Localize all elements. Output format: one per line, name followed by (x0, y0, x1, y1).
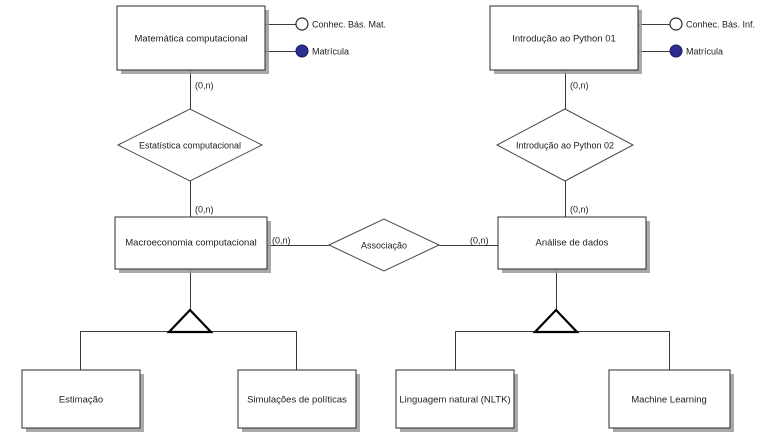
entity-linguagem-natural-nltk[interactable]: Linguagem natural (NLTK) (395, 369, 518, 432)
entity-analise-de-dados[interactable]: Análise de dados (497, 216, 650, 273)
entity-label: Introdução ao Python 01 (512, 34, 616, 45)
entity-simulacoes-de-politicas[interactable]: Simulações de políticas (237, 369, 360, 432)
cardinality-labels: (0,n) (0,n) (0,n) (0,n) (0,n) (0,n) (195, 80, 589, 245)
isa-triangle-icon (532, 308, 580, 334)
cardinality-label: (0,n) (470, 235, 489, 245)
entity-box (114, 216, 268, 270)
attribute-conhec-bas-inf[interactable]: Conhec. Bás. Inf. (669, 17, 755, 31)
relationship-label: Associação (361, 240, 407, 250)
entity-label: Machine Learning (631, 395, 707, 406)
isa-triangle-icon (166, 308, 214, 334)
entity-introducao-python-01[interactable]: Introdução ao Python 01 (489, 5, 642, 74)
entity-box (608, 369, 731, 429)
attribute-label: Matrícula (686, 46, 723, 56)
attribute-circle-icon (295, 17, 309, 31)
entity-label: Matemática computacional (135, 34, 248, 45)
entity-label: Macroeconomia computacional (125, 238, 256, 249)
specialization-isa-analise-dados (532, 308, 580, 334)
attribute-circle-icon (669, 17, 683, 31)
entity-box (116, 5, 266, 71)
cardinality-label: (0,n) (570, 204, 589, 214)
attribute-label: Conhec. Bás. Mat. (312, 19, 386, 29)
attribute-label: Matrícula (312, 46, 349, 56)
relationship-estatistica-computacional[interactable]: Estatística computacional (116, 108, 264, 182)
entity-machine-learning[interactable]: Machine Learning (608, 369, 734, 432)
key-attribute-circle-icon (295, 44, 309, 58)
connector-lines (80, 24, 670, 370)
diamond-shape (116, 108, 264, 182)
entity-box (21, 369, 141, 429)
relationship-label: Estatística computacional (139, 140, 241, 150)
entity-box (497, 216, 647, 270)
entity-box (395, 369, 515, 429)
entity-label: Simulações de políticas (247, 395, 347, 406)
key-attribute-circle-icon (669, 44, 683, 58)
entity-matematica-computacional[interactable]: Matemática computacional (116, 5, 269, 74)
attribute-label: Conhec. Bás. Inf. (686, 19, 755, 29)
attribute-matricula-right[interactable]: Matrícula (669, 44, 723, 58)
attribute-matricula-left[interactable]: Matrícula (295, 44, 349, 58)
relationship-associacao[interactable]: Associação (327, 218, 441, 272)
entity-label: Estimação (59, 395, 103, 406)
cardinality-label: (0,n) (195, 204, 214, 214)
diamond-shape (495, 108, 635, 182)
entity-estimacao[interactable]: Estimação (21, 369, 144, 432)
entity-macroeconomia-computacional[interactable]: Macroeconomia computacional (114, 216, 271, 273)
entity-box (237, 369, 357, 429)
entity-label: Linguagem natural (NLTK) (399, 395, 510, 406)
specialization-isa-macroeconomia (166, 308, 214, 334)
cardinality-label: (0,n) (272, 235, 291, 245)
relationship-introducao-python-02[interactable]: Introdução ao Python 02 (495, 108, 635, 182)
entity-box (489, 5, 639, 71)
entity-label: Análise de dados (536, 238, 609, 249)
diamond-shape (327, 218, 441, 272)
attribute-conhec-bas-mat[interactable]: Conhec. Bás. Mat. (295, 17, 386, 31)
cardinality-label: (0,n) (570, 80, 589, 90)
cardinality-label: (0,n) (195, 80, 214, 90)
relationship-label: Introdução ao Python 02 (516, 140, 614, 150)
